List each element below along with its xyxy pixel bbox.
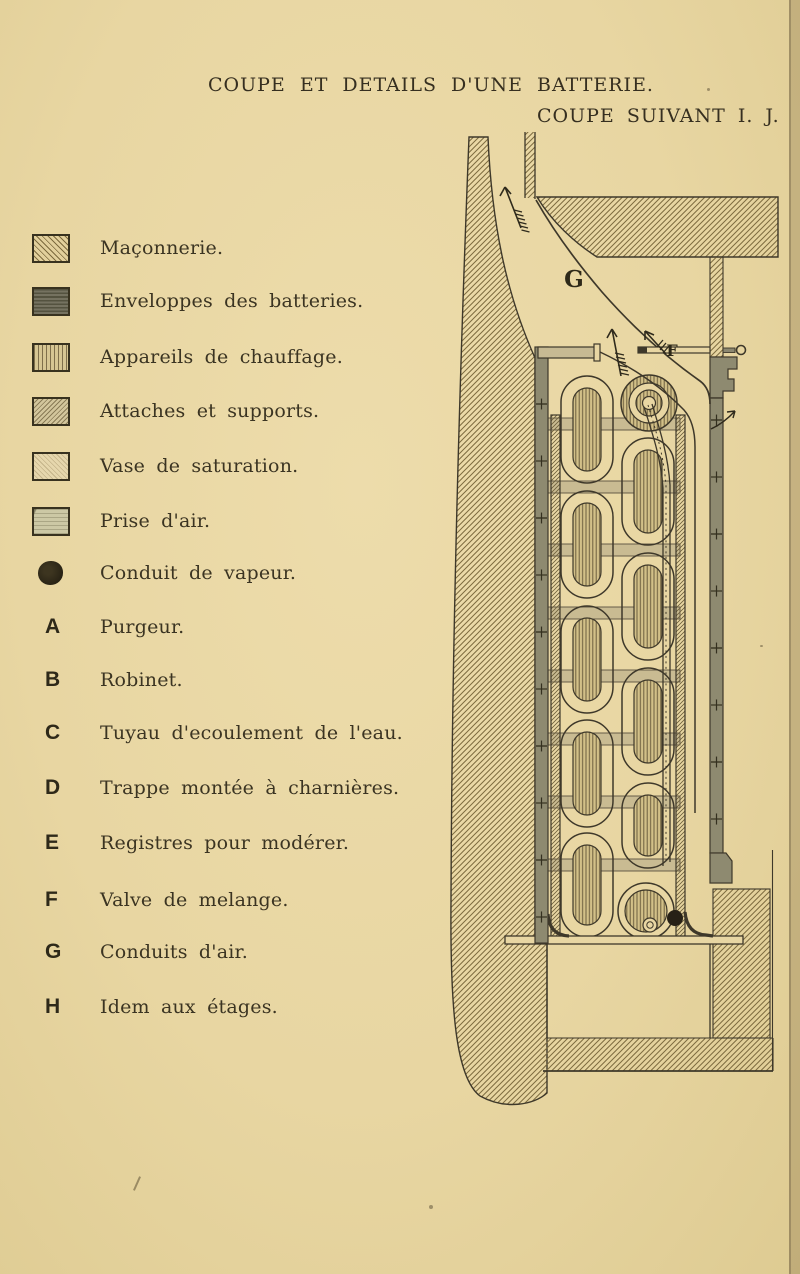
steam-conduit-dot [667, 910, 683, 926]
saturation-vessel-swatch [32, 451, 70, 481]
legend-row-F: F Valve de melange. [32, 884, 289, 916]
chamber-arrow-vertical [606, 328, 630, 377]
legend-letter: B [45, 668, 61, 691]
legend-label: Prise d'air. [100, 510, 211, 532]
legend-letter: D [45, 776, 61, 799]
legend-row-D: D Trappe montée à charnières. [32, 772, 399, 804]
ceiling-masonry-band [535, 196, 779, 258]
legend-row-attaches: Attaches et supports. [32, 395, 319, 427]
legend-row-maconnerie: Maçonnerie. [32, 232, 223, 264]
heating-apparatus-swatch [32, 342, 70, 372]
steam-tube [643, 403, 671, 866]
legend-label: Purgeur. [100, 616, 185, 638]
envelope-band-left [534, 346, 549, 944]
legend-label: Maçonnerie. [100, 237, 224, 259]
legend-label: Attaches et supports. [100, 400, 320, 422]
bottom-coil-end [617, 882, 683, 940]
battery-section-diagram: G F [450, 132, 779, 1106]
battery-envelope-swatch [32, 286, 70, 316]
book-page-edge-shade [791, 0, 800, 1274]
legend-row-conduit-vapeur: Conduit de vapeur. [32, 557, 296, 589]
chamber-arrow-diagonal [644, 330, 670, 355]
masonry-hatch-swatch [32, 233, 70, 263]
legend-label: Tuyau d'ecoulement de l'eau. [100, 722, 403, 744]
legend-label: Valve de melange. [100, 889, 289, 911]
steam-conduit-circle-icon [38, 561, 63, 585]
left-masonry-wall [450, 136, 548, 1106]
legend-row-G: G Conduits d'air. [32, 936, 248, 968]
legend-label: Enveloppes des batteries. [100, 290, 364, 312]
envelope-band-right [709, 356, 738, 884]
legend-row-vase: Vase de saturation. [32, 450, 298, 482]
supports-hatch-swatch [32, 396, 70, 426]
saturation-vessel-chamber [546, 943, 711, 1038]
legend-label: Vase de saturation. [100, 455, 299, 477]
paper-speck [760, 645, 763, 647]
valve-outflow-arrow [710, 410, 736, 430]
page-title: COUPE ET DETAILS D'UNE BATTERIE. [208, 74, 654, 96]
air-duct-curves [535, 199, 711, 813]
legend-row-A: A Purgeur. [32, 611, 184, 643]
legend-label: Conduit de vapeur. [100, 562, 297, 584]
legend-letter: H [45, 995, 61, 1018]
battery-stack-right [620, 374, 678, 869]
legend-letter: C [45, 721, 61, 744]
upper-duct-thin-wall [524, 132, 536, 199]
legend-row-prise-air: Prise d'air. [32, 505, 210, 537]
lower-masonry [543, 850, 774, 1072]
legend-label: Robinet. [100, 669, 183, 691]
right-masonry-strip [709, 256, 724, 358]
valve-knob [735, 344, 747, 356]
legend-letter: A [45, 615, 61, 638]
legend-row-E: E Registres pour modérer. [32, 827, 349, 859]
legend-row-enveloppes: Enveloppes des batteries. [32, 285, 363, 317]
paper-speck [429, 1205, 433, 1209]
paper-speck [707, 88, 710, 91]
enclosure-top-bar [537, 343, 601, 362]
legend-letter: F [45, 888, 58, 911]
legend-row-C: C Tuyau d'ecoulement de l'eau. [32, 717, 403, 749]
duct-arrow [499, 186, 530, 233]
paper-mark [133, 1176, 141, 1191]
legend-label: Registres pour modérer. [100, 832, 350, 854]
legend-label: Appareils de chauffage. [100, 346, 343, 368]
legend-label: Trappe montée à charnières. [100, 777, 400, 799]
valve-f-label: F [666, 341, 678, 360]
legend-row-H: H Idem aux étages. [32, 991, 278, 1023]
legend-letter: G [45, 940, 62, 963]
duct-g-label: G [564, 266, 584, 293]
legend-row-appareils: Appareils de chauffage. [32, 341, 343, 373]
legend-label: Conduits d'air. [100, 941, 248, 963]
book-page-edge [789, 0, 791, 1274]
air-intake-swatch [32, 506, 70, 536]
section-subtitle: COUPE SUIVANT I. J. [537, 105, 780, 127]
battery-stack-left [560, 375, 614, 938]
airflow-arrows [499, 186, 736, 430]
legend-row-B: B Robinet. [32, 664, 183, 696]
legend-letter: E [45, 831, 60, 854]
valve-rod-f [637, 344, 747, 356]
legend-label: Idem aux étages. [100, 996, 278, 1018]
valve-f-block [709, 356, 738, 399]
